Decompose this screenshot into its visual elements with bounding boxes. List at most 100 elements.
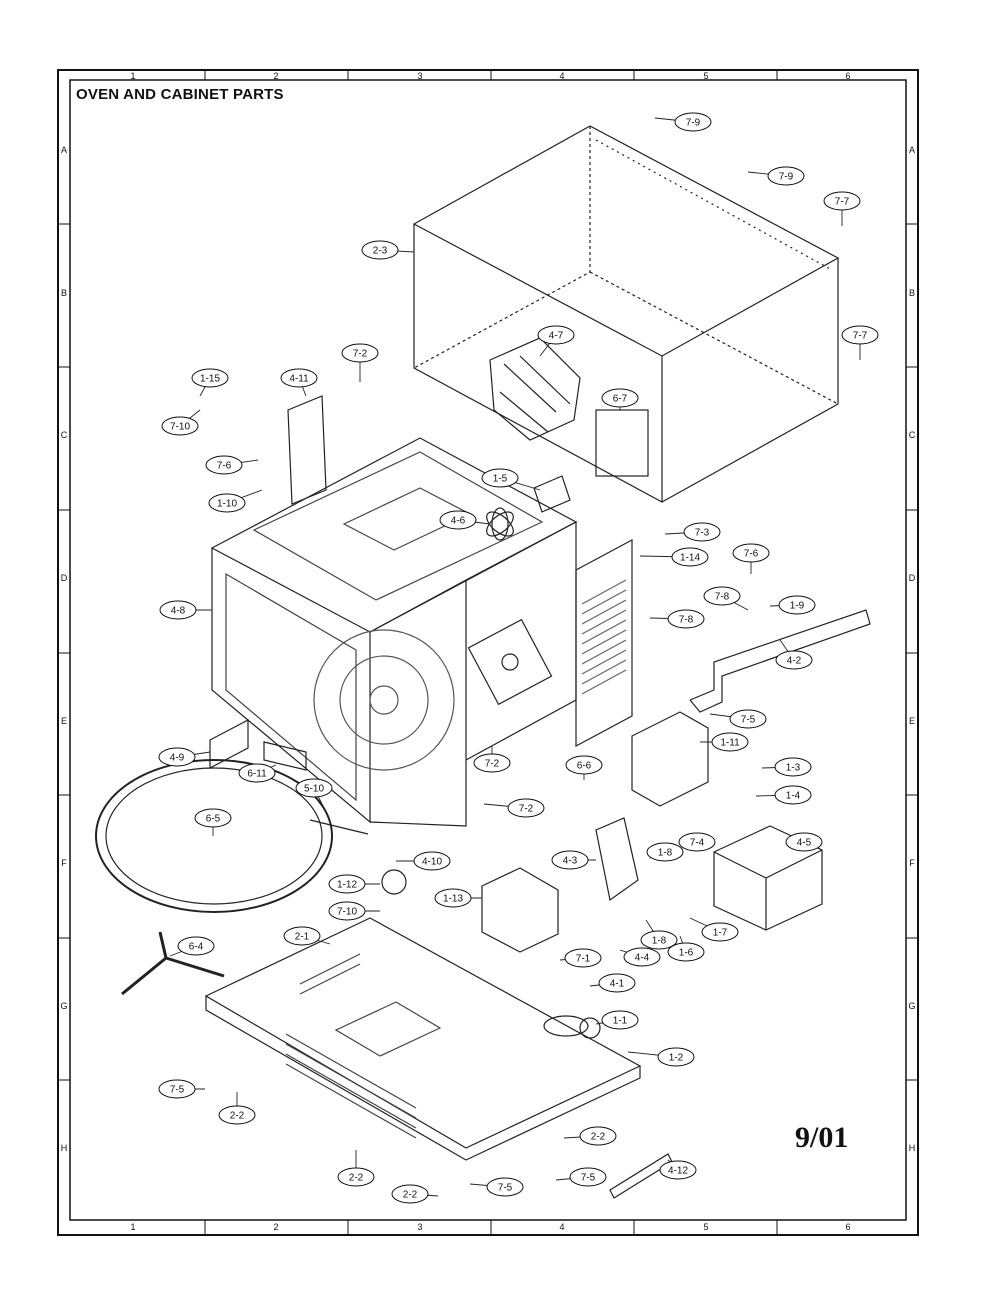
- callout-bubble: [194, 808, 232, 828]
- grid-row-label-left: F: [61, 858, 67, 868]
- callout-label: 7-7: [853, 331, 868, 342]
- callout-label: 4-6: [451, 516, 466, 527]
- callout-label: 4-4: [635, 953, 650, 964]
- strip-4-12: [609, 1153, 673, 1199]
- part-callout: 7-2: [483, 798, 545, 818]
- callout-bubble: [729, 709, 767, 729]
- switch-assembly: [595, 817, 639, 902]
- part-callout: 2-2: [563, 1126, 617, 1146]
- callout-label: 1-13: [443, 894, 463, 905]
- roller-support: [121, 931, 225, 996]
- part-callout: 6-4: [169, 936, 215, 957]
- grid-column-label-bottom: 4: [559, 1222, 564, 1232]
- turntable-ring: [95, 759, 333, 913]
- part-callout: 1-2: [627, 1047, 695, 1067]
- part-callout: 7-9: [654, 112, 712, 132]
- callout-label: 2-3: [373, 246, 388, 257]
- callout-label: 7-5: [741, 715, 756, 726]
- grid-column-label-bottom: 2: [273, 1222, 278, 1232]
- grid-row-label-right: E: [909, 716, 915, 726]
- part-callout: 1-1: [595, 1010, 639, 1030]
- part-callout: 7-7: [823, 191, 861, 226]
- callout-bubble: [598, 973, 636, 993]
- diagram-title: OVEN AND CABINET PARTS: [76, 86, 284, 103]
- callout-bubble: [158, 747, 196, 767]
- part-callout: 7-10: [161, 409, 201, 436]
- callout-label: 1-8: [652, 936, 667, 947]
- callout-label: 7-8: [715, 592, 730, 603]
- callout-bubble: [564, 948, 602, 968]
- strip-6-11: [263, 741, 307, 771]
- part-callout: 4-2: [775, 639, 813, 670]
- grid-row-label-left: E: [61, 716, 67, 726]
- callout-label: 7-5: [581, 1173, 596, 1184]
- control-side-panel: [575, 538, 633, 748]
- part-callout: 4-10: [396, 851, 451, 871]
- strip-4-9: [209, 719, 249, 769]
- part-callout: 7-5: [709, 709, 767, 729]
- callout-label: 1-7: [713, 928, 728, 939]
- callout-bubble: [159, 600, 197, 620]
- part-callout: 1-8: [646, 842, 684, 862]
- callout-label: 2-1: [295, 932, 310, 943]
- grid-column-label-bottom: 1: [130, 1222, 135, 1232]
- exploded-linework: [95, 125, 871, 1199]
- part-callout: 7-4: [678, 832, 716, 852]
- hv-capacitor-box: [713, 825, 823, 931]
- grid-column-label-top: 2: [273, 71, 278, 81]
- callout-label: 1-5: [493, 474, 508, 485]
- part-callout: 4-4: [619, 947, 661, 967]
- part-callout: 7-5: [555, 1167, 607, 1187]
- callout-bubble: [640, 930, 678, 950]
- hv-transformer: [631, 711, 709, 807]
- grid-row-label-left: D: [61, 573, 68, 583]
- callout-label: 4-2: [787, 656, 802, 667]
- fan-and-motor: [486, 475, 571, 541]
- part-callout: 7-9: [747, 166, 805, 186]
- grid-column-label-top: 3: [417, 71, 422, 81]
- callout-bubble: [361, 240, 399, 260]
- part-callout: 4-11: [280, 368, 318, 397]
- part-callout: 1-6: [667, 935, 705, 962]
- part-callout: 5-10: [295, 778, 333, 821]
- callout-label: 1-14: [680, 553, 700, 564]
- callout-label: 7-3: [695, 528, 710, 539]
- part-callout: 7-8: [649, 609, 705, 629]
- callout-bubble: [646, 842, 684, 862]
- callout-bubble: [486, 1177, 524, 1197]
- part-callout: 7-2: [341, 343, 379, 382]
- callout-label: 1-12: [337, 880, 357, 891]
- callout-bubble: [328, 874, 366, 894]
- part-callout: 1-14: [639, 547, 709, 567]
- part-callout: 6-7: [601, 388, 639, 410]
- part-callout: 1-8: [640, 919, 678, 950]
- grid-row-label-left: G: [60, 1001, 67, 1011]
- magnetron-tube: [543, 1015, 601, 1039]
- callout-bubble: [208, 493, 246, 513]
- callout-bubble: [732, 543, 770, 563]
- part-callout: 7-3: [664, 522, 721, 542]
- callout-label: 7-5: [498, 1183, 513, 1194]
- part-callout: 7-5: [469, 1177, 524, 1197]
- callout-label: 4-7: [549, 331, 564, 342]
- callout-bubble: [481, 468, 519, 488]
- part-callout: 7-6: [732, 543, 770, 574]
- callout-label: 5-10: [304, 784, 324, 795]
- callout-bubble: [823, 191, 861, 211]
- callout-label: 4-12: [668, 1166, 688, 1177]
- callout-bubble: [238, 763, 276, 783]
- grid-column-label-bottom: 5: [703, 1222, 708, 1232]
- callout-bubble: [674, 112, 712, 132]
- callout-label: 6-6: [577, 761, 592, 772]
- callout-bubble: [191, 368, 229, 388]
- callout-bubble: [439, 510, 477, 530]
- part-callout: 4-1: [589, 973, 636, 993]
- callout-label: 1-8: [658, 848, 673, 859]
- grid-column-label-top: 1: [130, 71, 135, 81]
- callout-bubble: [283, 926, 321, 946]
- callout-label: 7-6: [744, 549, 759, 560]
- transformer: [481, 867, 559, 953]
- callout-bubble: [177, 936, 215, 956]
